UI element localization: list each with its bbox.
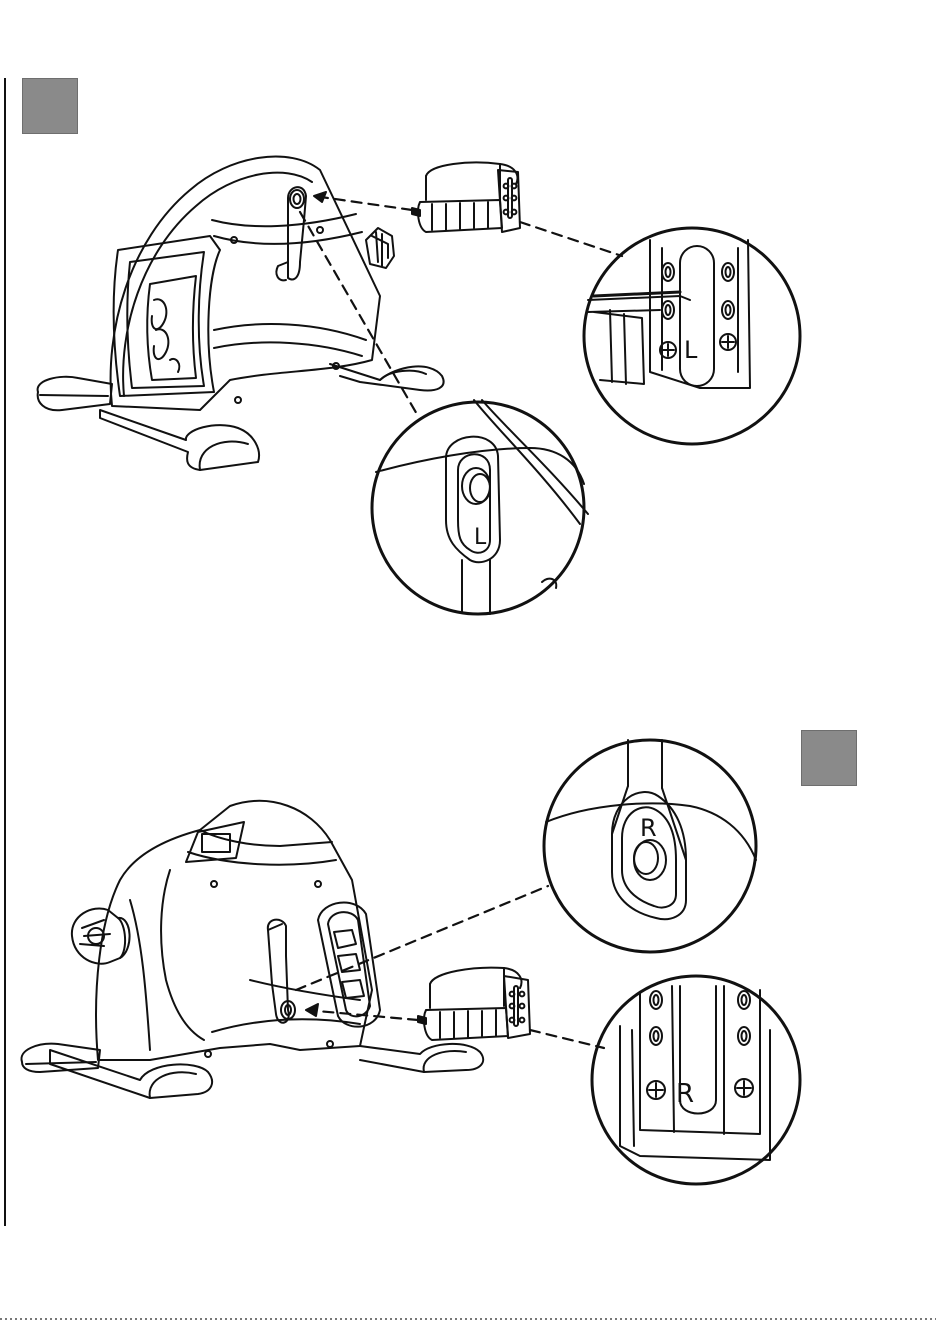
right-pedal-part bbox=[418, 968, 530, 1040]
left-pedal-part bbox=[412, 163, 520, 233]
detail-circle-left-crank bbox=[372, 400, 588, 614]
detail-circle-right-pedal bbox=[592, 976, 800, 1184]
left-pedal-label: L bbox=[684, 336, 698, 364]
left-crank-label: L bbox=[474, 525, 487, 550]
bottom-edge bbox=[0, 1318, 936, 1320]
right-crank-label: R bbox=[640, 814, 657, 842]
detail-circle-right-crank bbox=[544, 740, 756, 952]
leader-lines-bottom bbox=[296, 886, 604, 1048]
right-pedal-label: R bbox=[676, 1079, 694, 1109]
exercise-bike-right-view bbox=[21, 801, 483, 1098]
exercise-bike-left-view bbox=[38, 157, 444, 470]
